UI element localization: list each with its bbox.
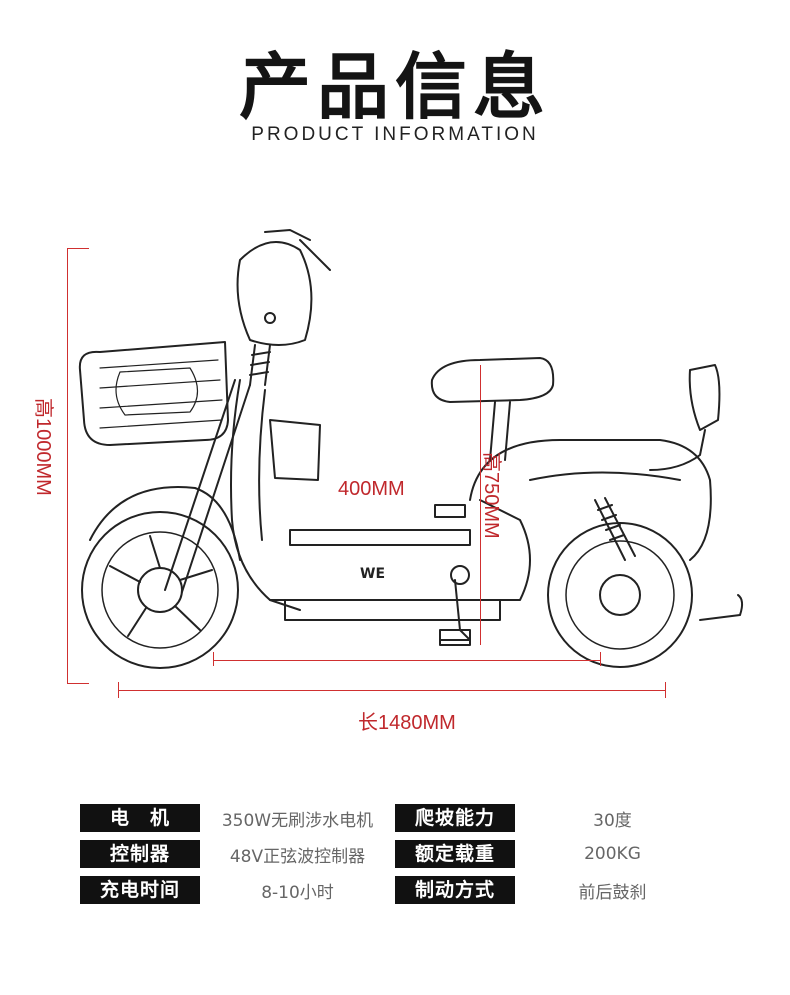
height-dim-tick-top: [67, 248, 89, 249]
spec-value-load: 200KG: [584, 844, 641, 864]
spec-value-charge-time: 8-10小时: [261, 882, 334, 903]
backrest: [688, 364, 721, 431]
spec-label-climb: 爬坡能力: [395, 804, 515, 832]
front-wheel-rim: [101, 531, 219, 649]
front-cowl: [236, 241, 313, 346]
spec-value-brake: 前后鼓刹: [578, 882, 647, 903]
page-title: 产品信息: [238, 45, 551, 129]
seat: [430, 357, 555, 403]
floor-length-dimension-line: [213, 660, 601, 661]
height-dimension-line: [67, 248, 68, 683]
rear-wheel-rim: [565, 540, 675, 650]
spec-row: 电 机 350W无刷涉水电机 爬坡能力 30度: [80, 800, 710, 836]
front-wheel-tire: [81, 511, 239, 669]
rear-wheel-hub: [599, 574, 641, 616]
height-dim-tick-bottom: [67, 683, 89, 684]
spec-label-controller: 控制器: [80, 840, 200, 868]
floor-length-dimension-label: 400MM: [338, 478, 405, 500]
spec-label-charge-time: 充电时间: [80, 876, 200, 904]
body-shield: [230, 379, 301, 611]
spec-label-load: 额定载重: [395, 840, 515, 868]
rear-wheel-tire: [547, 522, 693, 668]
spec-table: 电 机 350W无刷涉水电机 爬坡能力 30度 控制器 48V正弦波控制器 额定…: [80, 800, 710, 908]
lower-body: [269, 499, 531, 601]
front-fork: [164, 379, 251, 593]
spec-row: 充电时间 8-10小时 制动方式 前后鼓刹: [80, 872, 710, 908]
spec-value-motor: 350W无刷涉水电机: [221, 810, 374, 831]
front-wheel-spokes: [109, 535, 213, 637]
front-mudguard: [89, 486, 241, 561]
floor-board: [289, 529, 471, 546]
floor-dim-tick-left: [213, 652, 214, 666]
spec-label-brake: 制动方式: [395, 876, 515, 904]
length-dimension-label: 长1480MM: [358, 712, 456, 734]
spec-value-controller: 48V正弦波控制器: [229, 846, 366, 867]
page-subtitle: PRODUCT INFORMATION: [251, 124, 539, 145]
spec-value-climb: 30度: [593, 810, 632, 831]
spec-row: 控制器 48V正弦波控制器 额定载重 200KG: [80, 836, 710, 872]
length-dim-tick-right: [665, 682, 666, 698]
badge-text: WE: [360, 566, 385, 582]
front-basket: [78, 341, 229, 446]
rear-body: [469, 439, 712, 561]
length-dimension-line: [118, 690, 666, 691]
handlebar: [264, 229, 331, 271]
seat-height-dimension-label: 高750MM: [480, 452, 502, 539]
height-dimension-label: 高1000MM: [32, 398, 54, 496]
length-dim-tick-left: [118, 682, 119, 698]
floor-dim-tick-right: [600, 652, 601, 666]
spec-label-motor: 电 机: [80, 804, 200, 832]
seat-height-dimension-line: [480, 365, 481, 645]
